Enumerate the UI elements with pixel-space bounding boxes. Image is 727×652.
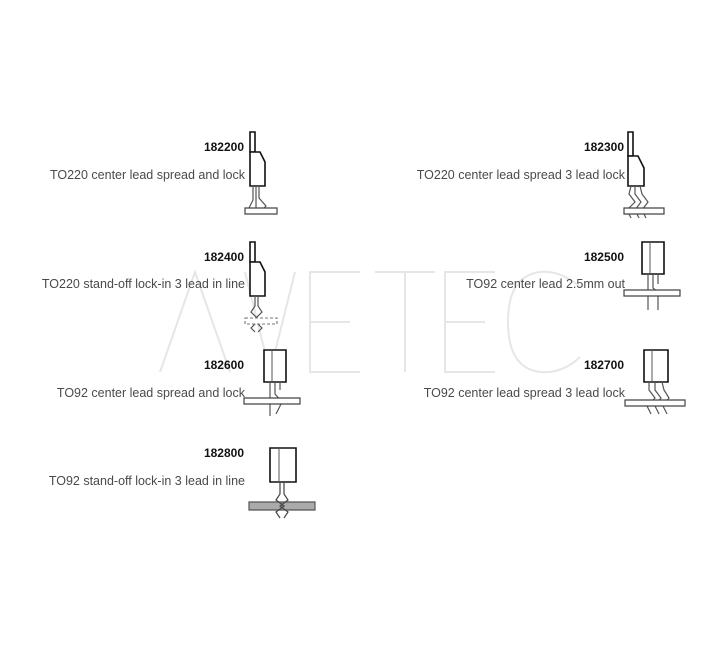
to92-center-lead-spread-lock-illustration — [240, 346, 310, 426]
part-code: 182500 — [583, 250, 624, 264]
part-code: 182300 — [583, 140, 624, 154]
part-description: TO92 center lead spread and lock — [56, 386, 245, 400]
part-description: TO220 center lead spread 3 lead lock — [416, 168, 625, 182]
part-code: 182600 — [203, 358, 244, 372]
to92-center-lead-out-illustration — [620, 238, 690, 318]
part-code: 182700 — [583, 358, 624, 372]
to220-spread-lock-illustration — [240, 130, 290, 225]
part-description: TO220 center lead spread and lock — [49, 168, 245, 182]
to220-stand-off-lock-in-illustration — [240, 240, 290, 335]
watermark-logo — [159, 268, 581, 374]
to220-spread-3-lead-lock-illustration — [618, 130, 678, 225]
part-description: TO92 stand-off lock-in 3 lead in line — [48, 474, 245, 488]
part-description: TO92 center lead 2.5mm out — [466, 277, 625, 291]
part-code: 182400 — [203, 250, 244, 264]
part-description: TO220 stand-off lock-in 3 lead in line — [41, 277, 245, 291]
part-code: 182200 — [203, 140, 244, 154]
part-code: 182800 — [203, 446, 244, 460]
to92-spread-3-lead-lock-illustration — [622, 346, 692, 426]
to92-stand-off-lock-in-illustration — [246, 444, 321, 524]
part-description: TO92 center lead spread 3 lead lock — [423, 386, 625, 400]
